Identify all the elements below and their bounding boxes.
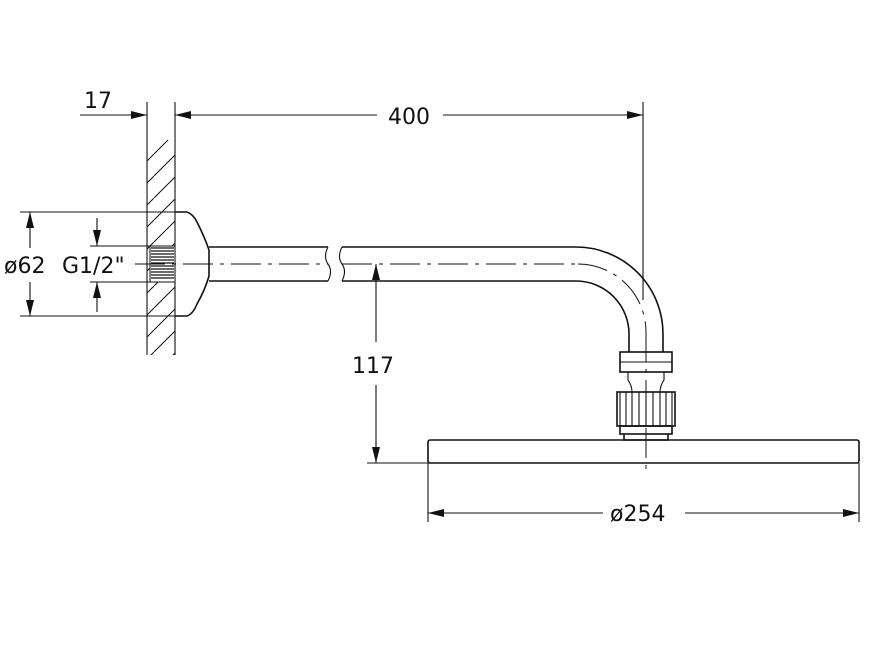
dimension-wall-thickness: 17 <box>80 89 200 119</box>
dimension-drop-height: 117 <box>352 264 428 464</box>
shower-head <box>427 439 860 464</box>
dimension-label-thread: G1/2" <box>62 254 125 279</box>
dimension-label-flange: ø62 <box>4 254 45 279</box>
dimension-arm-length: 400 <box>200 102 644 300</box>
dimension-label-wall: 17 <box>84 89 112 114</box>
dimension-head-diameter: ø254 <box>427 463 860 527</box>
dimension-flange-diameter: ø62 <box>4 211 175 317</box>
dimension-thread: G1/2" <box>62 218 150 312</box>
dimension-label-head: ø254 <box>610 502 665 527</box>
center-lines <box>135 263 647 475</box>
shower-arm <box>209 246 664 352</box>
wall-flange <box>175 211 210 317</box>
dimension-label-drop: 117 <box>352 354 394 379</box>
dimension-label-arm: 400 <box>388 105 430 130</box>
wall-section <box>146 102 176 355</box>
